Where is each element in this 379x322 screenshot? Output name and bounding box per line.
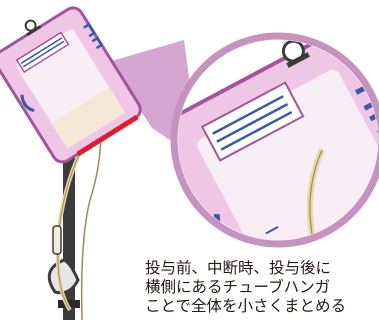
hanger-hook-left [20, 94, 35, 113]
drip-chamber [52, 225, 62, 255]
caption-line-1: 投与前、中断時、投与後に [145, 259, 332, 277]
feeding-bag-small [0, 6, 142, 164]
caption-line-2: 横側にあるチューブハンガ [145, 278, 331, 296]
caption-line-3: ことで全体を小さくまとめる [145, 297, 347, 315]
tube-hanger [83, 22, 104, 50]
clamp-red [76, 114, 139, 157]
